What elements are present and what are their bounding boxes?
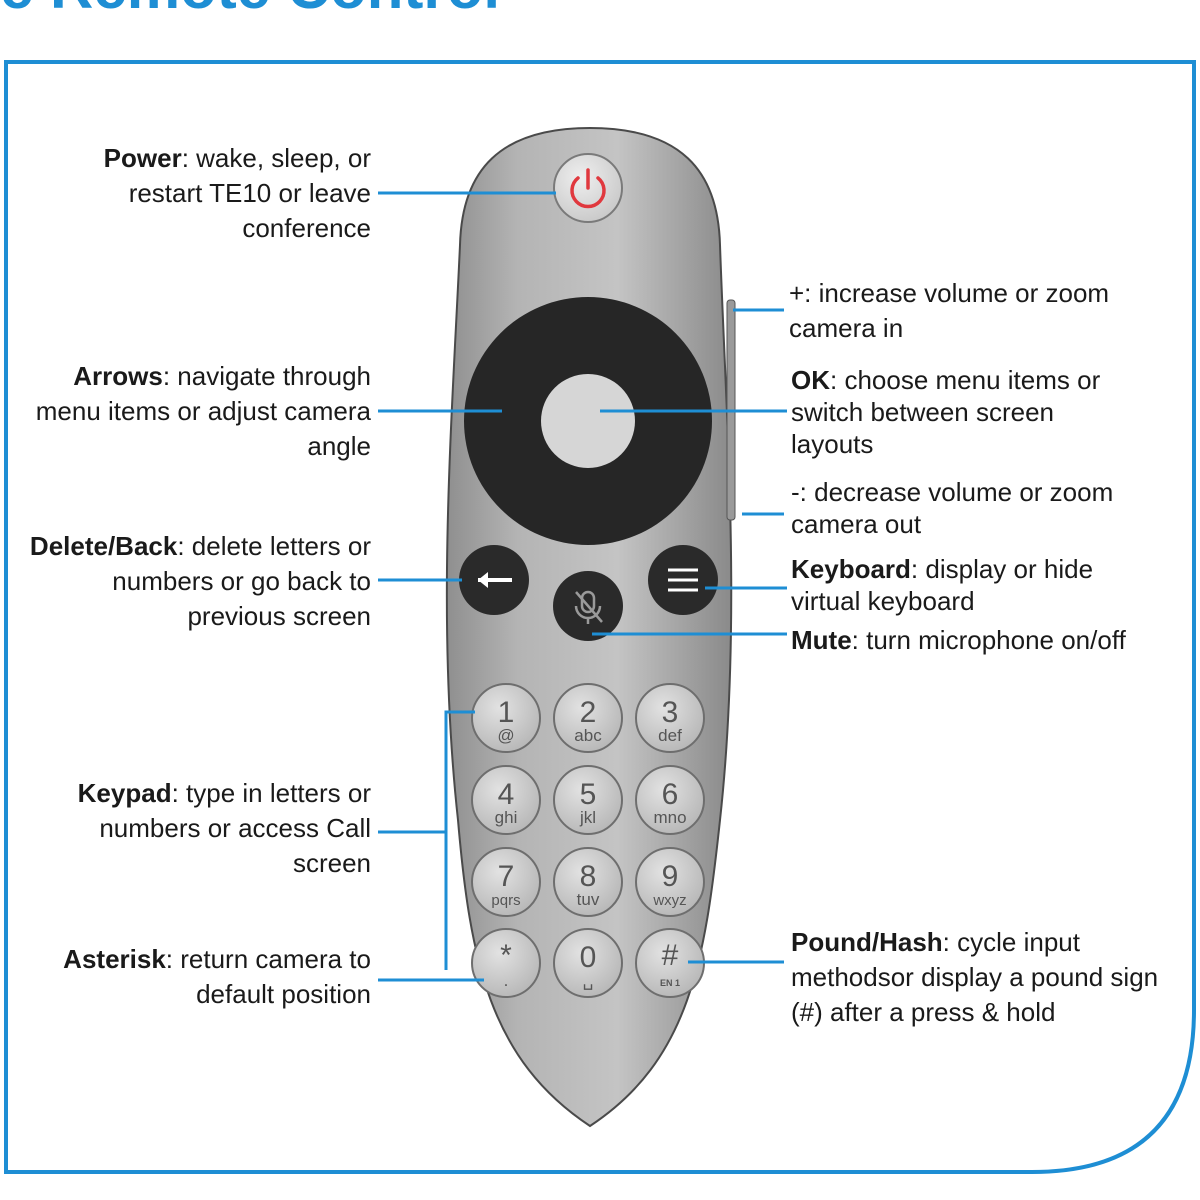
key-letters: mno — [653, 808, 686, 827]
keyboard-label-text: : display or hide virtual keyboard — [791, 554, 1094, 616]
key-number: 1 — [498, 696, 515, 729]
key-number: 5 — [580, 778, 597, 811]
keypad-key-1[interactable]: 1@ — [471, 683, 541, 753]
asterisk-label-name: Asterisk — [63, 944, 166, 974]
key-letters: ␣ — [583, 971, 594, 990]
key-number: 8 — [580, 860, 597, 893]
mute-label-text: : turn microphone on/off — [851, 625, 1126, 655]
keypad-label-text: : type in letters or numbers or access C… — [99, 778, 371, 878]
delete-label: Delete/Back: delete letters or numbers o… — [21, 529, 371, 634]
keypad-leader — [378, 710, 475, 970]
keyboard-label-name: Keyboard — [791, 554, 911, 584]
page-title: e Remote Control — [0, 0, 500, 18]
minus-label: -: decrease volume or zoom camera out — [791, 476, 1171, 540]
pound-label-text: : cycle input methodsor display a pound … — [791, 927, 1159, 1027]
asterisk-label: Asterisk: return camera to default posit… — [31, 942, 371, 1012]
keypad-key-0[interactable]: 0␣ — [553, 928, 623, 998]
key-number: 2 — [580, 696, 597, 729]
key-letters: EN 1 — [660, 978, 680, 988]
power-button[interactable] — [553, 153, 623, 223]
keyboard-label: Keyboard: display or hide virtual keyboa… — [791, 553, 1161, 617]
minus-label-text: -: decrease volume or zoom camera out — [791, 477, 1114, 539]
key-letters: tuv — [577, 890, 600, 909]
key-number: 4 — [498, 778, 515, 811]
key-letters: wxyz — [652, 892, 686, 909]
power-label: Power: wake, sleep, or restart TE10 or l… — [41, 141, 371, 246]
keypad: 1@2abc3def4ghi5jkl6mno7pqrs8tuv9wxyz*.0␣… — [471, 683, 705, 998]
back-button[interactable] — [459, 545, 529, 615]
keypad-label: Keypad: type in letters or numbers or ac… — [31, 776, 371, 881]
back-arrow-icon — [478, 572, 512, 588]
pound-label: Pound/Hash: cycle input methodsor displa… — [791, 925, 1161, 1030]
mic-off-icon — [574, 590, 603, 624]
key-number: 9 — [662, 860, 679, 893]
mute-label-name: Mute — [791, 625, 852, 655]
asterisk-label-text: : return camera to default position — [165, 944, 371, 1009]
arrows-label: Arrows: navigate through menu items or a… — [26, 359, 371, 464]
delete-label-text: : delete letters or numbers or go back t… — [112, 531, 371, 631]
key-number: 3 — [662, 696, 679, 729]
key-letters: abc — [574, 726, 602, 745]
key-number: * — [500, 939, 512, 972]
key-number: # — [662, 939, 679, 972]
keyboard-button[interactable] — [648, 545, 718, 615]
menu-lines-icon — [668, 568, 698, 592]
keypad-label-name: Keypad — [77, 778, 172, 808]
plus-label-text: +: increase volume or zoom camera in — [789, 278, 1110, 343]
key-number: 0 — [580, 941, 597, 974]
key-letters: @ — [497, 726, 514, 745]
ok-button[interactable] — [541, 374, 635, 468]
key-letters: ghi — [495, 808, 518, 827]
mute-button[interactable] — [553, 571, 623, 641]
arrows-label-text: : navigate through menu items or adjust … — [35, 361, 371, 461]
keypad-key-asterisk[interactable]: *. — [471, 928, 541, 998]
plus-label: +: increase volume or zoom camera in — [789, 276, 1169, 346]
key-letters: . — [504, 971, 509, 990]
key-letters: jkl — [579, 808, 596, 827]
ok-label-text: : choose menu items or switch between sc… — [791, 365, 1101, 459]
key-number: 6 — [662, 778, 679, 811]
power-label-text: : wake, sleep, or restart TE10 or leave … — [128, 143, 371, 243]
delete-label-name: Delete/Back — [29, 531, 178, 561]
ok-label: OK: choose menu items or switch between … — [791, 364, 1131, 460]
mute-label: Mute: turn microphone on/off — [791, 623, 1191, 658]
pound-label-name: Pound/Hash — [791, 927, 943, 957]
power-icon — [570, 168, 606, 209]
key-number: 7 — [498, 860, 515, 893]
power-label-name: Power — [103, 143, 182, 173]
ok-label-name: OK — [791, 365, 830, 395]
keypad-key-pound[interactable]: # EN 1 — [635, 928, 705, 998]
key-letters: def — [658, 726, 682, 745]
arrows-label-name: Arrows — [73, 361, 163, 391]
key-letters: pqrs — [491, 892, 520, 909]
